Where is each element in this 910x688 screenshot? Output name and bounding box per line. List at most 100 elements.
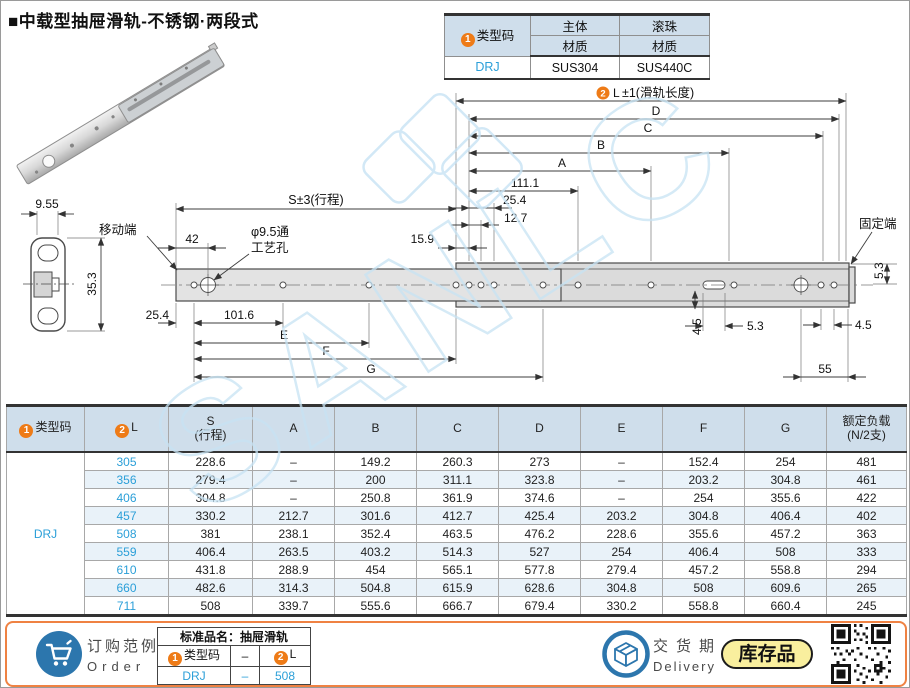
header-A: A — [252, 405, 335, 453]
cell: 238.1 — [252, 524, 335, 543]
cell: 330.2 — [580, 596, 663, 616]
cell: 301.6 — [334, 506, 417, 525]
cell: 212.7 — [252, 506, 335, 525]
length-link[interactable]: 610 — [84, 560, 169, 579]
header-G: G — [744, 405, 827, 453]
dim-101-6: 101.6 — [224, 308, 254, 322]
delivery-box-icon — [602, 630, 650, 678]
cell: 504.8 — [334, 578, 417, 597]
cart-icon — [36, 631, 82, 677]
cell: 288.9 — [252, 560, 335, 579]
cell: 294 — [826, 560, 907, 579]
length-link[interactable]: 457 — [84, 506, 169, 525]
cell: 679.4 — [498, 596, 581, 616]
length-link[interactable]: 508 — [84, 524, 169, 543]
cell: 615.9 — [416, 578, 499, 597]
cell: 628.6 — [498, 578, 581, 597]
dim-F: F — [322, 344, 329, 358]
cell: 333 — [826, 542, 907, 561]
cell: 666.7 — [416, 596, 499, 616]
cell: 609.6 — [744, 578, 827, 597]
label-fixed-end: 固定端 — [859, 216, 897, 231]
dim-D: D — [652, 104, 661, 118]
cell: 425.4 — [498, 506, 581, 525]
circled-2-badge: 2 — [115, 423, 130, 438]
cell: 476.2 — [498, 524, 581, 543]
cell: 527 — [498, 542, 581, 561]
cell: 422 — [826, 488, 907, 507]
cell: 152.4 — [662, 451, 745, 471]
length-link[interactable]: 559 — [84, 542, 169, 561]
dim-25-4-bottom: 25.4 — [146, 308, 170, 322]
length-link[interactable]: 660 — [84, 578, 169, 597]
cell: 149.2 — [334, 451, 417, 471]
dim-5-3-slot: 5.3 — [747, 319, 764, 333]
cell: 508 — [662, 578, 745, 597]
cell: 406.4 — [662, 542, 745, 561]
cell: 330.2 — [168, 506, 253, 525]
cell: 363 — [826, 524, 907, 543]
header-B: B — [334, 405, 417, 453]
length-link[interactable]: 356 — [84, 470, 169, 489]
circled-2-badge: 2 — [273, 651, 288, 665]
order-col-dash: – — [230, 645, 260, 667]
cell: 361.9 — [416, 488, 499, 507]
cell: 481 — [826, 451, 907, 471]
cell: 558.8 — [662, 596, 745, 616]
dim-C: C — [644, 121, 653, 135]
dim-4-5-right: 4.5 — [855, 318, 872, 332]
cell: 355.6 — [744, 488, 827, 507]
cell: 263.5 — [252, 542, 335, 561]
dim-5-3-right: 5.3 — [872, 262, 886, 279]
spec-code-value[interactable]: DRJ — [444, 55, 531, 80]
cell: 431.8 — [168, 560, 253, 579]
cell: 339.7 — [252, 596, 335, 616]
length-link[interactable]: 406 — [84, 488, 169, 507]
cross-section-view — [23, 237, 75, 332]
spec-header-body: 主体 — [530, 14, 620, 36]
cell: 508 — [168, 596, 253, 616]
delivery-label-en: Delivery — [653, 659, 716, 674]
product-photo — [16, 42, 225, 185]
cell: 304.8 — [580, 578, 663, 597]
cell: – — [580, 488, 663, 507]
dim-rail-length: 2 L ±1(滑轨长度) — [596, 85, 694, 100]
dim-42: 42 — [185, 232, 199, 246]
cell: 412.7 — [416, 506, 499, 525]
type-code-cell[interactable]: DRJ — [6, 451, 85, 616]
length-link[interactable]: 711 — [84, 596, 169, 616]
header-load: 额定负载(N/2支) — [826, 405, 907, 453]
page-title: ■中载型抽屉滑轨-不锈钢·两段式 — [8, 12, 259, 31]
cell: 482.6 — [168, 578, 253, 597]
cell: 454 — [334, 560, 417, 579]
dim-12-7: 12.7 — [504, 211, 528, 225]
header-travel: S(行程) — [168, 405, 253, 453]
circled-1-badge: 1 — [19, 423, 34, 438]
label-moving-end: 移动端 — [99, 223, 137, 237]
cell: 406.4 — [744, 506, 827, 525]
cell: 311.1 — [416, 470, 499, 489]
qr-code — [831, 624, 891, 684]
length-link[interactable]: 305 — [84, 451, 169, 471]
cell: 406.4 — [168, 542, 253, 561]
cell: 352.4 — [334, 524, 417, 543]
cell: 203.2 — [580, 506, 663, 525]
circled-2-badge: 2 — [600, 89, 605, 100]
cell: 314.3 — [252, 578, 335, 597]
cell: 245 — [826, 596, 907, 616]
order-example-label-en: Order — [87, 659, 146, 674]
cell: 203.2 — [662, 470, 745, 489]
cell: 374.6 — [498, 488, 581, 507]
order-standard-name: 标准品名：抽屉滑轨 — [157, 627, 311, 646]
cell: – — [580, 451, 663, 471]
delivery-label-cn: 交货期 — [653, 638, 723, 655]
